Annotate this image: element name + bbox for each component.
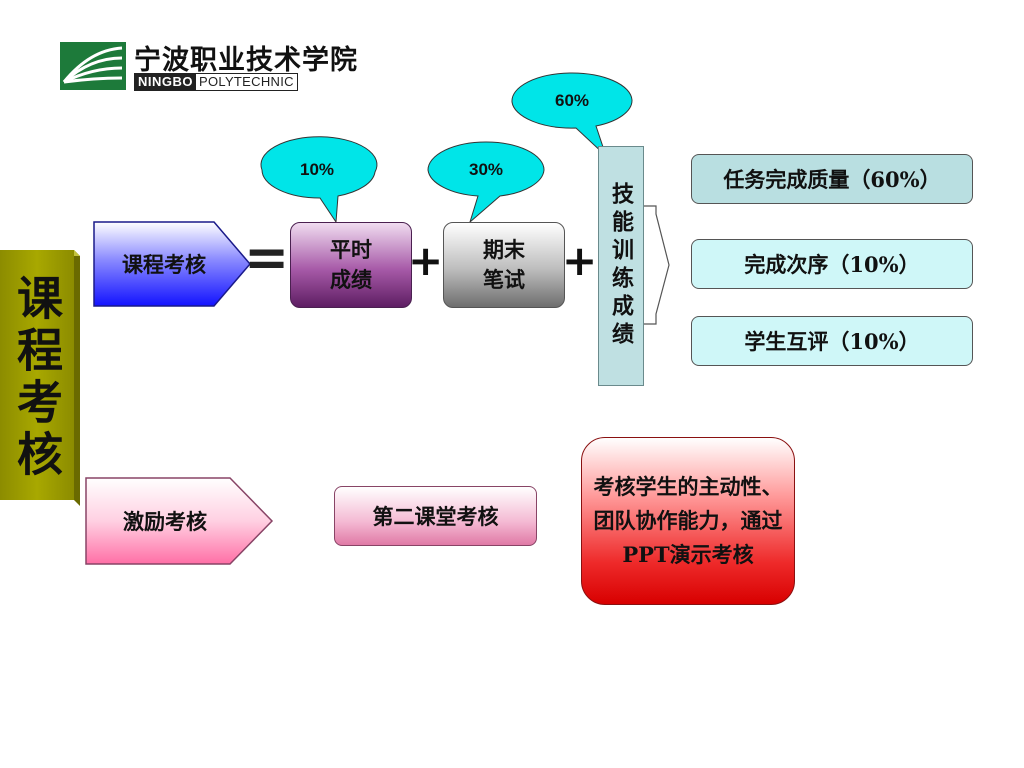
regular-grade-label: 平时 成绩 — [330, 237, 372, 292]
final-exam-label: 期末 笔试 — [483, 237, 525, 292]
skill-item-peer-review: 学生互评（10%） — [691, 316, 973, 366]
side-title-bar — [0, 250, 80, 506]
weight-skill: 60% — [554, 91, 590, 110]
course-assessment-label: 课程考核 — [122, 252, 206, 277]
incentive-assessment-label: 激励考核 — [123, 509, 207, 534]
skill-item-completion-order: 完成次序（10%） — [691, 239, 973, 289]
plus-operator-1: + — [408, 236, 444, 285]
callout-30-percent — [427, 141, 545, 224]
logo-english-part2: POLYTECHNIC — [196, 74, 297, 90]
logo-english-part1: NINGBO — [135, 74, 196, 90]
skill-item-task-quality: 任务完成质量（60%） — [691, 154, 973, 204]
weight-final: 30% — [468, 160, 504, 179]
skill-training-label: 技能训练成绩 — [608, 182, 634, 350]
callout-10-percent — [260, 136, 378, 224]
plus-operator-2: + — [562, 236, 598, 285]
logo-english-name: NINGBO POLYTECHNIC — [134, 73, 298, 91]
side-title: 课程考核 — [10, 274, 64, 482]
logo-mark — [60, 42, 126, 90]
logo-chinese-name: 宁波职业技术学院 — [134, 45, 358, 76]
second-classroom-note: 考核学生的主动性、团队协作能力，通过PPT演示考核 — [581, 437, 795, 605]
equals-operator: = — [244, 226, 290, 289]
course-assessment-arrow — [93, 221, 251, 307]
callout-60-percent — [511, 72, 633, 157]
incentive-assessment-arrow — [85, 477, 274, 565]
skill-training-box — [598, 146, 644, 386]
second-classroom-box: 第二课堂考核 — [334, 486, 537, 546]
final-exam-box: 期末 笔试 — [443, 222, 565, 308]
regular-grade-box: 平时 成绩 — [290, 222, 412, 308]
skill-bracket-arrow — [644, 205, 670, 325]
weight-regular: 10% — [299, 160, 335, 179]
